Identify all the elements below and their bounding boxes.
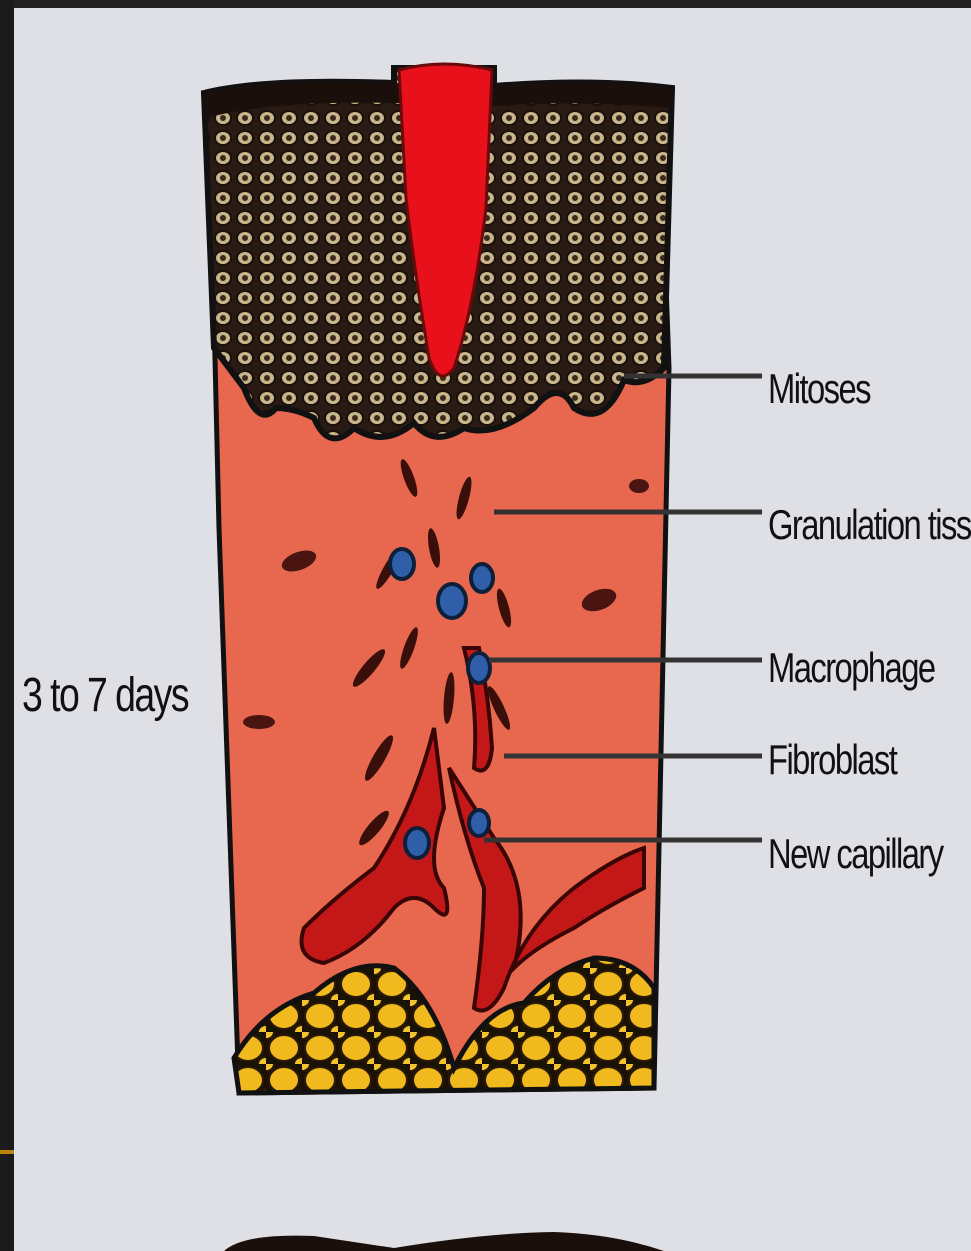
time-label: 3 to 7 days (22, 668, 188, 723)
accent-line (0, 1150, 14, 1154)
label-fibroblast: Fibroblast (768, 736, 896, 784)
wound-healing-diagram (14, 8, 971, 1251)
window-left-border (0, 0, 14, 1251)
label-mitoses: Mitoses (768, 365, 870, 413)
diagram-panel: 3 to 7 days Mitoses Granulation tissu Ma… (14, 8, 971, 1251)
window-top-border (0, 0, 971, 8)
label-macrophage: Macrophage (768, 644, 935, 692)
dermis-cell (243, 715, 275, 729)
label-granulation-tissue: Granulation tissu (768, 501, 971, 549)
dermis-cell (629, 479, 649, 493)
next-diagram-edge (224, 1232, 664, 1251)
label-new-capillary: New capillary (768, 830, 943, 878)
